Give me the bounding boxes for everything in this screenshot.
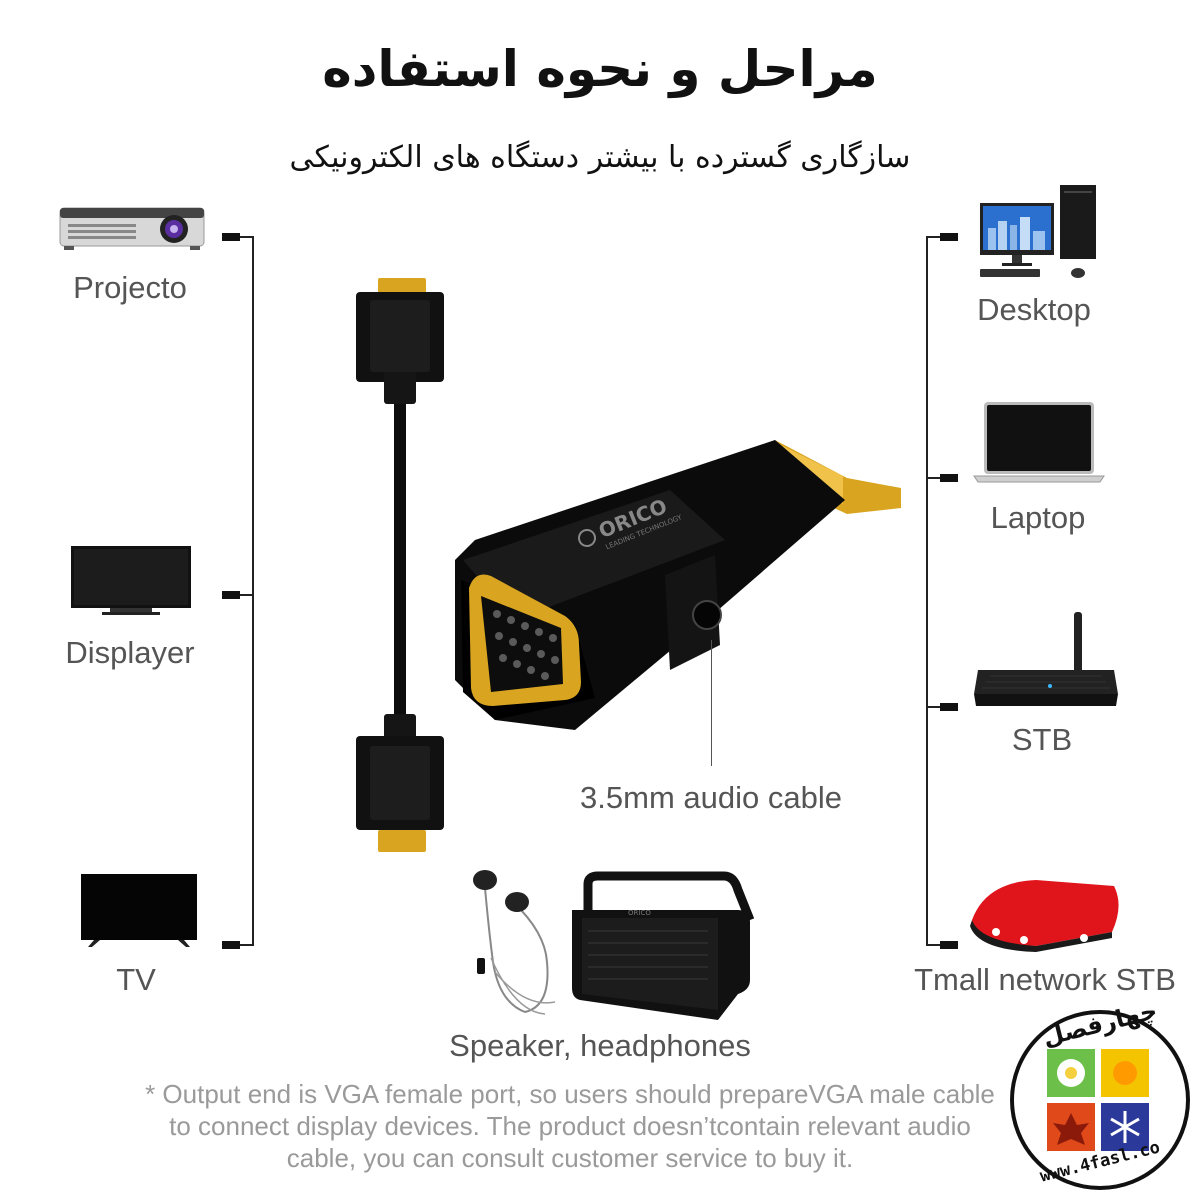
laptop-icon — [972, 400, 1106, 484]
left-connector-tick — [230, 236, 254, 238]
page-title: مراحل و نحوه استفاده — [322, 40, 878, 98]
device-label-tv: TV — [116, 962, 156, 997]
left-connector-tick — [230, 594, 254, 596]
device-label-displayer: Displayer — [65, 635, 195, 670]
tmall-box-icon — [966, 876, 1126, 952]
device-label-desktop: Desktop — [977, 292, 1091, 327]
audio-callout-line — [711, 640, 712, 766]
right-connector-dot — [940, 941, 958, 949]
left-connector-dot — [222, 591, 240, 599]
left-connector-dot — [222, 233, 240, 241]
4fasl-watermark — [1005, 1005, 1195, 1199]
page-subtitle: سازگاری گسترده با بیشتر دستگاه های الکتر… — [289, 140, 911, 175]
device-label-stb: STB — [1011, 722, 1073, 757]
device-label-laptop: Laptop — [990, 500, 1086, 535]
hdmi-vga-adapter: ORICO LEADING TECHNOLOGY — [455, 430, 905, 734]
audio-devices-label: Speaker, headphones — [449, 1028, 751, 1063]
set-top-box-icon — [970, 610, 1122, 710]
left-connector-tick — [230, 944, 254, 946]
audio-cable-label: 3.5mm audio cable — [580, 780, 842, 815]
footnote: * Output end is VGA female port, so user… — [145, 1079, 995, 1173]
svg-text:ORICO: ORICO — [628, 909, 651, 917]
right-connector-dot — [940, 703, 958, 711]
left-connector-dot — [222, 941, 240, 949]
device-label-projector: Projecto — [73, 270, 187, 305]
tv-icon — [80, 873, 198, 947]
headphones-icon — [455, 862, 565, 1026]
speaker-icon: ORICO — [568, 870, 758, 1024]
right-connector-dot — [940, 474, 958, 482]
right-connector-line — [926, 236, 928, 946]
desktop-icon — [976, 183, 1100, 281]
left-connector-line — [252, 236, 254, 946]
device-label-tmall-stb: Tmall network STB — [914, 962, 1176, 997]
projector-icon — [58, 202, 206, 252]
vga-cable — [350, 270, 450, 864]
right-connector-dot — [940, 233, 958, 241]
monitor-icon — [70, 545, 192, 617]
